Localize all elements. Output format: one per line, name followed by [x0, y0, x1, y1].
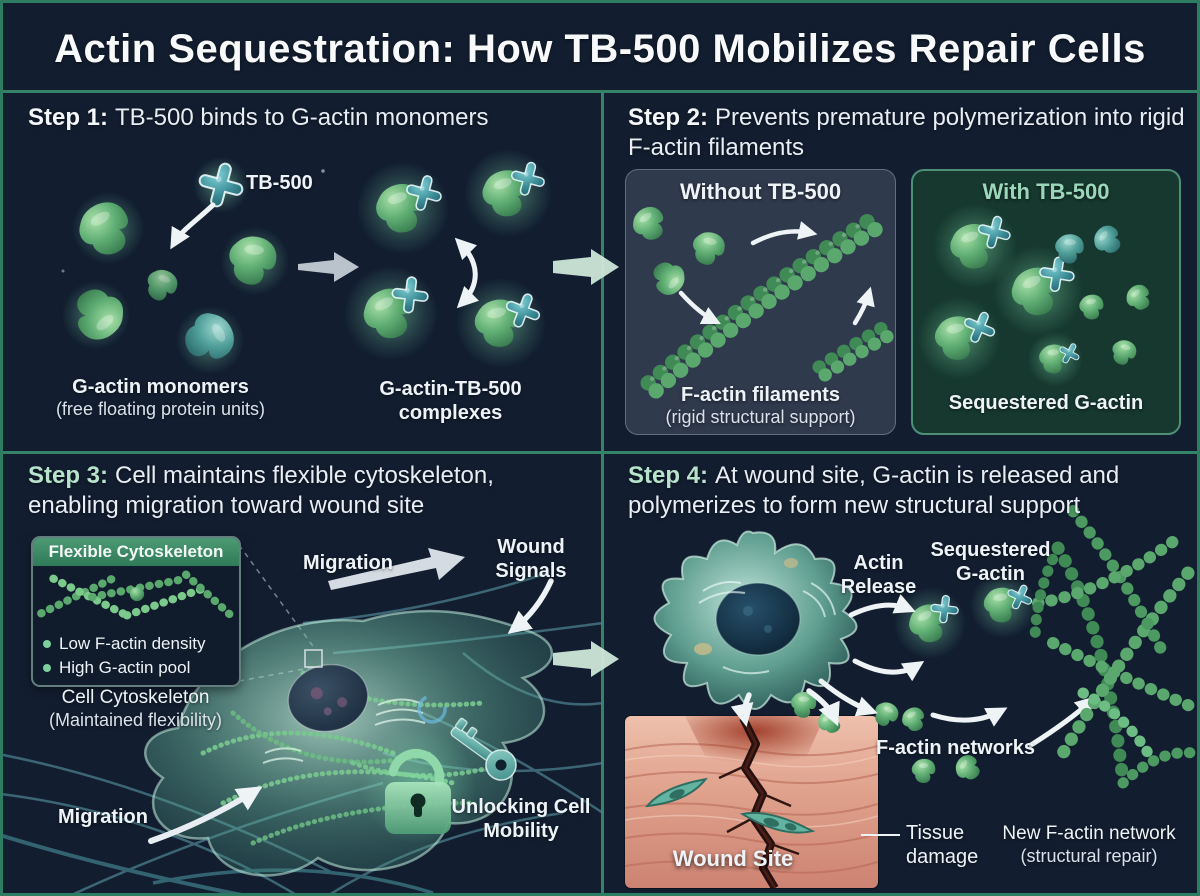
bullet-low-f-actin: Low F-actin density [43, 634, 229, 654]
wound-site-label: Wound Site [672, 846, 794, 871]
nucleus-icon [287, 663, 369, 733]
sequestered-g-actin-label: Sequestered G-actin [948, 392, 1144, 414]
vertical-divider [601, 90, 604, 893]
arrow-right-icon [298, 252, 359, 282]
step3-to-step4-arrow-icon [553, 641, 619, 677]
step2-prefix: Step 2: [628, 104, 709, 131]
cell-cytoskeleton-label: Cell Cytoskeleton (Maintained flexibilit… [48, 687, 223, 730]
crack-icon [718, 716, 800, 888]
tb500-molecule-icon [193, 157, 249, 213]
organelle-icon [262, 698, 426, 764]
wound-site-illustration [625, 716, 878, 888]
inset-bullets: Low F-actin density High G-actin pool [33, 626, 239, 685]
without-panel-title: Without TB-500 [679, 179, 842, 204]
double-arrow-icon [454, 237, 480, 309]
magnified-region-icon [304, 649, 323, 668]
inset-title: Flexible Cytoskeleton [33, 538, 239, 566]
step3-prefix: Step 3: [28, 462, 109, 489]
tissue-damage-label: Tissue damage [906, 822, 979, 868]
g-actin-monomers-label: G-actin monomers (free floating protein … [55, 376, 266, 419]
step1-to-step2-arrow-icon [553, 249, 619, 285]
new-f-actin-network-label: New F-actin network (structural repair) [1002, 823, 1176, 866]
bullet-dot-icon [43, 663, 51, 672]
flexible-cytoskeleton-inset: Flexible Cytoskeleton Low F-actin densit… [31, 536, 241, 687]
fibroblast-cell-icon [644, 777, 816, 834]
actin-release-label: Actin Release [840, 552, 917, 598]
complexes-label: G-actin-TB-500 complexes [379, 378, 522, 424]
unlocking-cell-mobility-label: Unlocking Cell Mobility [451, 796, 591, 842]
bullet-dot-icon [43, 639, 51, 648]
arrow-icon [170, 202, 216, 250]
wound-signals-label: Wound Signals [495, 536, 567, 582]
step3-title: Step 3:Cell maintains flexible cytoskele… [28, 462, 494, 519]
f-actin-networks-label: F-actin networks [876, 737, 1035, 759]
with-panel-title: With TB-500 [982, 179, 1110, 204]
step2-title: Step 2:Prevents premature polymerization… [628, 104, 1185, 161]
organelle-icon [698, 581, 836, 675]
tb500-label: TB-500 [246, 172, 313, 194]
g-actin-monomer-icon [62, 192, 289, 374]
f-actin-filaments-label: F-actin filaments (rigid structural supp… [665, 384, 856, 427]
cytoskeleton-mesh-icon [37, 570, 235, 622]
wound-signal-arrow-icon [507, 578, 554, 634]
nucleus-icon [715, 582, 801, 656]
migration-top-label: Migration [303, 552, 393, 574]
repair-cell-illustration [653, 530, 858, 710]
step1-title: Step 1:TB-500 binds to G-actin monomers [28, 104, 489, 131]
key-icon [450, 717, 517, 781]
sequestered-g-actin-label: Sequestered G-actin [930, 539, 1051, 585]
g-actin-tb500-complex-icon [338, 149, 552, 372]
migration-bottom-label: Migration [58, 806, 148, 828]
top-divider [3, 90, 1197, 93]
migration-arrow-icon [148, 786, 263, 844]
f-actin-network-illustration [1029, 505, 1197, 790]
receptor-swirl-icon [417, 696, 447, 724]
step4-title: Step 4:At wound site, G-actin is release… [628, 462, 1120, 519]
page-title: Actin Sequestration: How TB-500 Mobilize… [54, 27, 1146, 71]
step4-prefix: Step 4: [628, 462, 709, 489]
wound-tissue-icon [625, 716, 878, 888]
step1-prefix: Step 1: [28, 104, 109, 131]
middle-divider [3, 451, 1197, 454]
bullet-high-g-actin: High G-actin pool [43, 658, 229, 678]
